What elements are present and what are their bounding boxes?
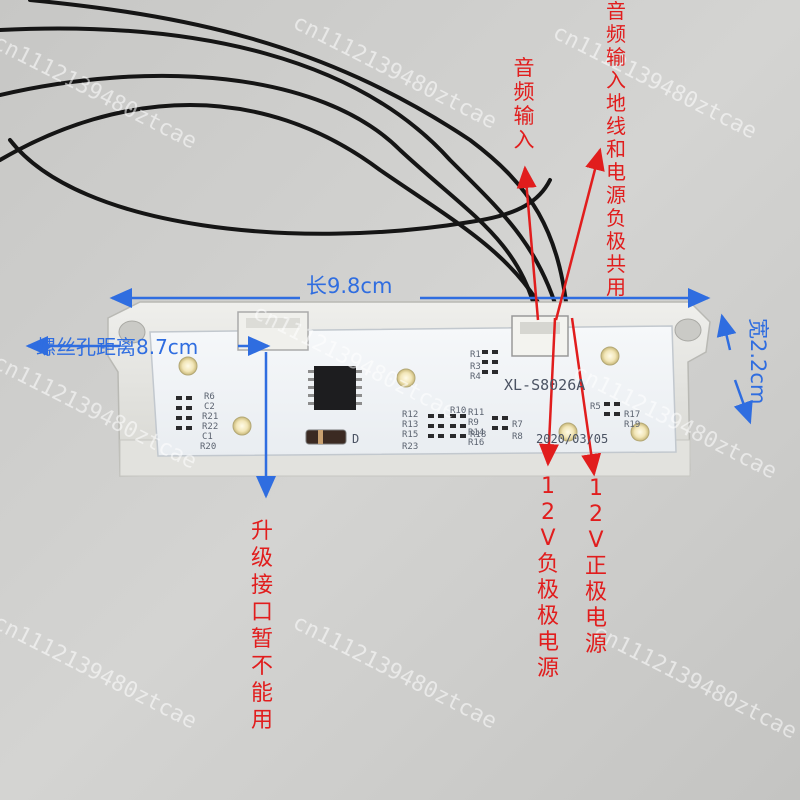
- width-arrow-down: [733, 379, 753, 425]
- wire-5: [8, 138, 552, 236]
- width-arrow-up: [716, 313, 737, 351]
- neg12v-arrow: [538, 317, 559, 467]
- screw-hole-left: [118, 320, 146, 344]
- wires: [0, 0, 570, 322]
- audio-ground-shared-label: 音频输入地线和电源负极共用: [606, 0, 626, 299]
- led-2: [232, 416, 252, 436]
- pcb-ref-r22: R22: [202, 422, 219, 432]
- resistor-pads-left: [176, 396, 192, 430]
- pcb-ref-r17: R17: [624, 410, 641, 420]
- dimension-arrows: [25, 288, 753, 499]
- pcb-ref-r13: R13: [402, 420, 419, 430]
- pos12v-arrow: [570, 317, 602, 477]
- pcb-ref-r10: R10: [450, 406, 467, 416]
- audio-input-arrow: [516, 165, 540, 321]
- callout-arrows: [516, 147, 605, 477]
- pcb-marking-d: D: [352, 432, 360, 446]
- positive-12v-label: 12V正极电源: [584, 476, 607, 657]
- wire-2: [0, 103, 550, 322]
- pcb-ref-r16: R16: [468, 438, 485, 448]
- audio-input-label: 音频输入: [513, 56, 535, 152]
- pcb-ref-r4: R4: [470, 372, 481, 382]
- pcb-ref-r9: R9: [468, 418, 479, 428]
- pcb-ref-r6: R6: [204, 392, 215, 402]
- pcb-ref-r8: R8: [512, 432, 523, 442]
- screw-distance-label: 螺丝孔距离8.7cm: [36, 335, 199, 359]
- pcb-ref-r1: R1: [470, 350, 481, 360]
- pcb-ref-r20: R20: [200, 442, 217, 452]
- led-3: [396, 368, 416, 388]
- ic-chip: [314, 366, 356, 410]
- pcb-ref-r14: R14: [468, 428, 485, 438]
- pcb-model: XL-S8026A: [504, 376, 586, 394]
- resistor-pads-right: [482, 350, 620, 416]
- pcb-ref-r11: R11: [468, 408, 485, 418]
- ground-arrow: [554, 147, 605, 321]
- pcb-ref-r15: R15: [402, 430, 419, 440]
- upgrade-port-label: 升级接口暂不能用: [250, 519, 273, 733]
- pcb-ref-r3: R3: [470, 362, 481, 372]
- pcb-ref-r23: R23: [402, 442, 419, 452]
- led-5: [600, 346, 620, 366]
- resistor-pads-center: [428, 414, 508, 438]
- pcb-ref-r21: R21: [202, 412, 219, 422]
- width-label: 宽2.2cm: [746, 318, 770, 405]
- length-label: 长9.8cm: [306, 274, 393, 298]
- pcb-ref-r7: R7: [512, 420, 523, 430]
- pcb-date: 2020/03/05: [536, 432, 609, 446]
- diode: [305, 429, 347, 445]
- led-4: [558, 422, 578, 442]
- pcb-ref-r18: R18: [470, 430, 487, 440]
- wire-3: [0, 26, 562, 322]
- pcb-ref-c2: C2: [204, 402, 215, 412]
- wire-1: [0, 73, 540, 322]
- pcb-ref-r5: R5: [590, 402, 601, 412]
- pcb-ref-c1: C1: [202, 432, 213, 442]
- led-6: [630, 422, 650, 442]
- pcb-ref-r12: R12: [402, 410, 419, 420]
- wire-4: [28, 0, 570, 322]
- negative-12v-label: 12V负极极电源: [536, 474, 559, 681]
- led-1: [178, 356, 198, 376]
- screw-hole-right: [674, 318, 702, 342]
- pcb-ref-r19: R19: [624, 420, 641, 430]
